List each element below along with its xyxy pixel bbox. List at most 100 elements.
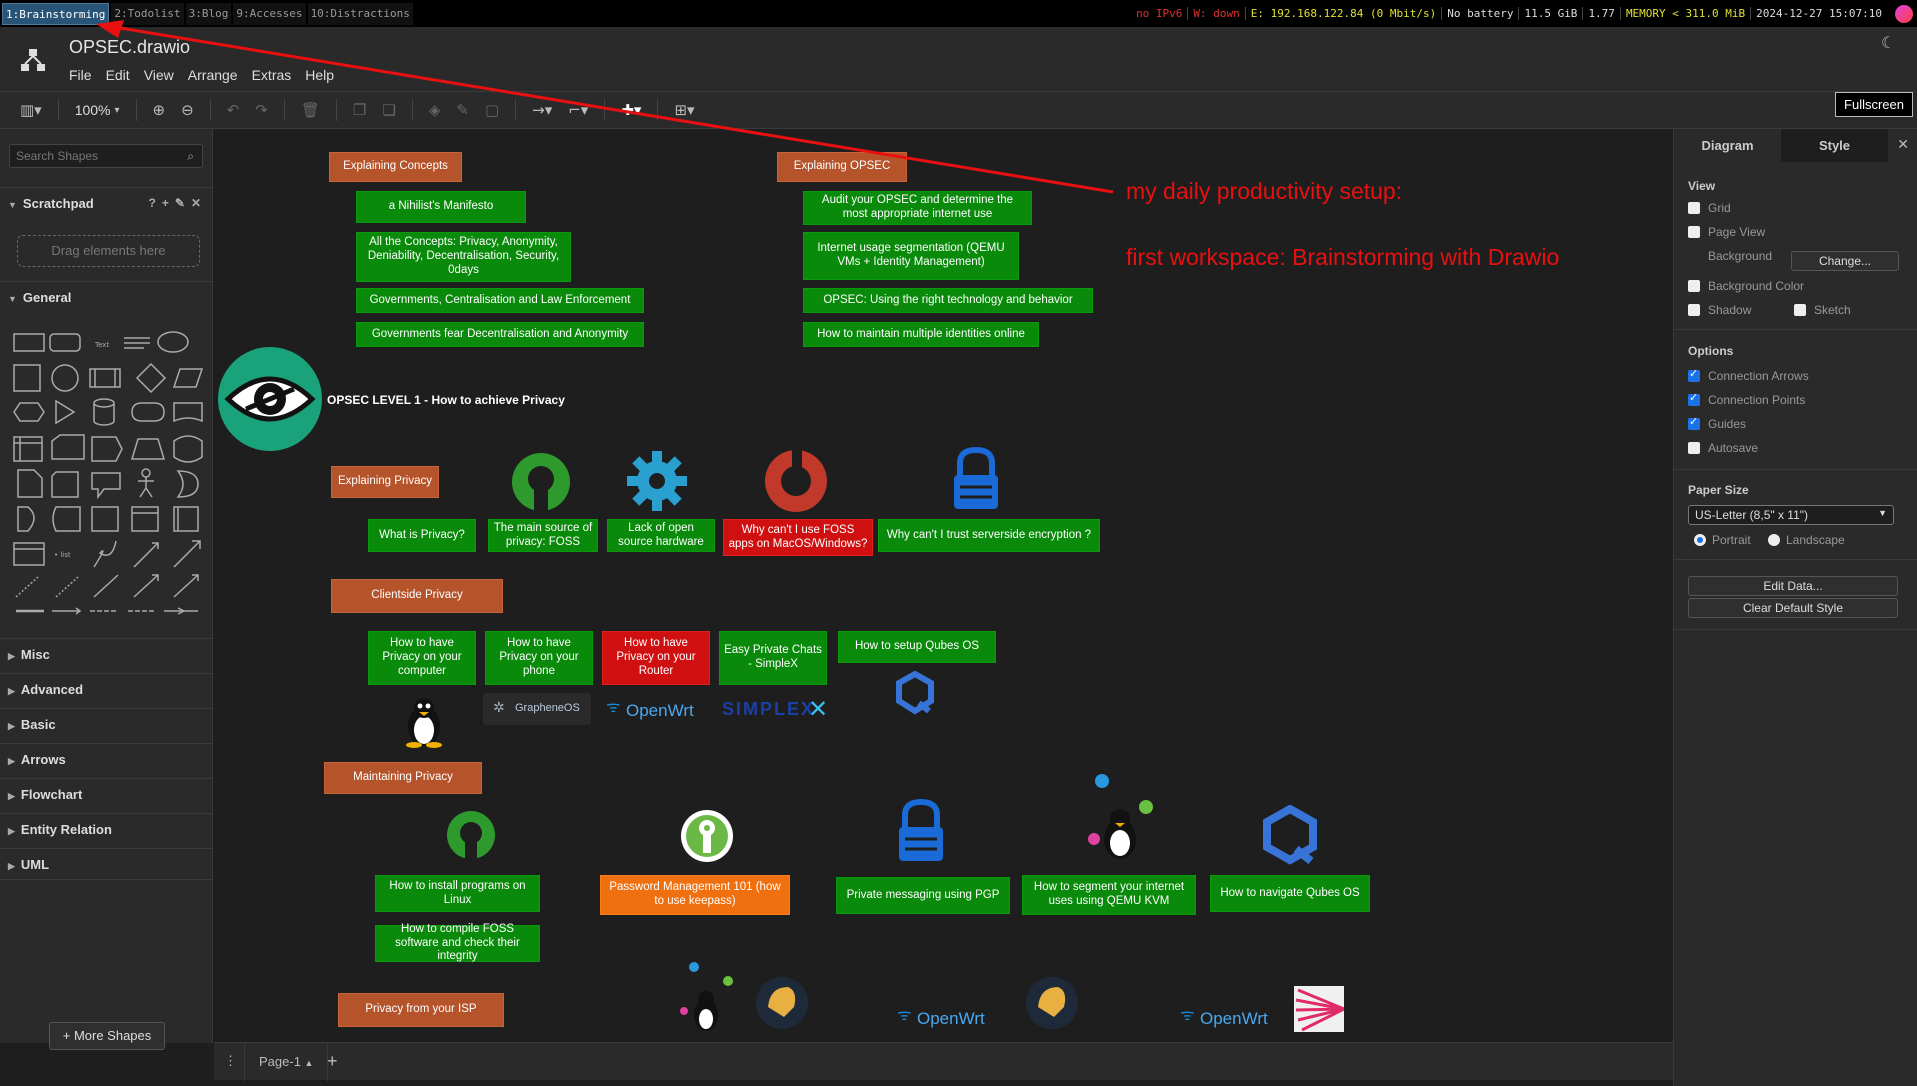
node-why-trust[interactable]: Why can't I trust serverside encryption …: [878, 519, 1100, 552]
fill-color-icon[interactable]: ◈: [428, 101, 441, 119]
node-simplex[interactable]: Easy Private Chats - SimpleX: [719, 631, 827, 685]
sketch-checkbox[interactable]: Sketch: [1794, 303, 1851, 317]
level-title[interactable]: OPSEC LEVEL 1 - How to achieve Privacy: [327, 393, 565, 407]
node-qubes-setup[interactable]: How to setup Qubes OS: [838, 631, 996, 663]
format-panel-icon[interactable]: ▥▾: [20, 101, 42, 119]
edit-data-button[interactable]: Edit Data...: [1688, 576, 1898, 596]
node-segment-qemu[interactable]: How to segment your internet uses using …: [1022, 875, 1196, 915]
node-clientside[interactable]: Clientside Privacy: [331, 579, 503, 613]
file-title[interactable]: OPSEC.drawio: [69, 37, 191, 57]
general-shapes-palette[interactable]: Text • list: [8, 325, 208, 620]
node-segmentation[interactable]: Internet usage segmentation (QEMU VMs + …: [803, 232, 1019, 280]
workspace-1[interactable]: 1:Brainstorming: [2, 2, 110, 25]
section-scratchpad[interactable]: ▼Scratchpad ?+✎✕: [0, 187, 213, 219]
workspace-2[interactable]: 2:Todolist: [111, 2, 184, 25]
clear-default-style-button[interactable]: Clear Default Style: [1688, 598, 1898, 618]
menu-view[interactable]: View: [143, 67, 174, 83]
scratchpad-dropzone[interactable]: Drag elements here: [17, 235, 200, 267]
connection-icon[interactable]: →▾: [532, 101, 553, 119]
node-main-source[interactable]: The main source of privacy: FOSS: [488, 519, 598, 552]
node-router[interactable]: How to have Privacy on your Router: [602, 631, 710, 685]
add-page-icon[interactable]: +: [327, 1051, 338, 1071]
workspace-9[interactable]: 9:Accesses: [233, 2, 306, 25]
menu-arrange[interactable]: Arrange: [187, 67, 238, 83]
node-explaining-privacy[interactable]: Explaining Privacy: [331, 466, 439, 498]
background-color-checkbox[interactable]: Background Color: [1688, 279, 1804, 293]
shadow-checkbox[interactable]: Shadow: [1688, 303, 1751, 317]
zoom-out-icon[interactable]: ⊖: [181, 101, 194, 119]
node-all-concepts[interactable]: All the Concepts: Privacy, Anonymity, De…: [356, 232, 571, 282]
section-entity-relation[interactable]: ▶Entity Relation: [0, 813, 213, 845]
tab-diagram[interactable]: Diagram: [1674, 129, 1781, 162]
portrait-radio[interactable]: Portrait: [1694, 533, 1751, 547]
to-front-icon[interactable]: ❐: [352, 101, 367, 119]
undo-icon[interactable]: ↶: [226, 101, 240, 119]
shadow-icon[interactable]: ▢: [484, 101, 500, 119]
diagram-canvas[interactable]: Explaining Concepts a Nihilist's Manifes…: [214, 129, 1673, 1042]
close-icon[interactable]: ✕: [1897, 136, 1909, 152]
redo-icon[interactable]: ↷: [255, 101, 268, 119]
table-icon[interactable]: ⊞▾: [674, 101, 695, 119]
node-audit[interactable]: Audit your OPSEC and determine the most …: [803, 191, 1032, 225]
tab-style[interactable]: Style: [1781, 129, 1888, 162]
scratchpad-tools-icon[interactable]: ?+✎✕: [148, 196, 207, 210]
delete-icon[interactable]: 🗑: [300, 101, 320, 119]
dark-mode-icon[interactable]: ☾: [1881, 33, 1896, 52]
connection-points-checkbox[interactable]: Connection Points: [1688, 391, 1805, 407]
landscape-radio[interactable]: Landscape: [1768, 533, 1845, 547]
connection-arrows-checkbox[interactable]: Connection Arrows: [1688, 367, 1809, 383]
waypoints-icon[interactable]: ⌐▾: [568, 101, 589, 119]
node-nihilist[interactable]: a Nihilist's Manifesto: [356, 191, 526, 223]
node-password[interactable]: Password Management 101 (how to use keep…: [600, 875, 790, 915]
section-uml[interactable]: ▶UML: [0, 848, 213, 880]
node-identities[interactable]: How to maintain multiple identities onli…: [803, 322, 1039, 347]
section-misc[interactable]: ▶Misc: [0, 638, 213, 670]
node-lack-hw[interactable]: Lack of open source hardware: [607, 519, 715, 552]
section-basic[interactable]: ▶Basic: [0, 708, 213, 740]
node-explaining-opsec[interactable]: Explaining OPSEC: [777, 152, 907, 182]
zoom-select[interactable]: 100%: [74, 102, 111, 118]
paper-size-select[interactable]: US-Letter (8,5" x 11")▼: [1688, 505, 1894, 525]
menu-extras[interactable]: Extras: [251, 67, 292, 83]
workspace-10[interactable]: 10:Distractions: [307, 2, 413, 25]
section-advanced[interactable]: ▶Advanced: [0, 673, 213, 705]
grid-checkbox[interactable]: Grid: [1688, 201, 1731, 215]
to-back-icon[interactable]: ❏: [382, 101, 396, 119]
section-label: Basic: [20, 717, 56, 732]
pages-menu-icon[interactable]: ⋮: [224, 1053, 237, 1068]
node-maintaining[interactable]: Maintaining Privacy: [324, 762, 482, 794]
node-why-foss[interactable]: Why can't I use FOSS apps on MacOS/Windo…: [723, 519, 873, 556]
node-opsec-right[interactable]: OPSEC: Using the right technology and be…: [803, 288, 1093, 313]
change-background-button[interactable]: Change...: [1791, 251, 1899, 271]
node-install-linux[interactable]: How to install programs on Linux: [375, 875, 540, 912]
search-icon[interactable]: ⌕: [187, 149, 194, 163]
node-what-privacy[interactable]: What is Privacy?: [368, 519, 476, 552]
page-view-checkbox[interactable]: Page View: [1688, 225, 1765, 239]
node-explaining-concepts[interactable]: Explaining Concepts: [329, 152, 462, 182]
insert-icon[interactable]: ✚▾: [621, 101, 642, 119]
node-pgp[interactable]: Private messaging using PGP: [836, 877, 1010, 914]
section-general[interactable]: ▼General: [0, 281, 213, 313]
node-governments[interactable]: Governments, Centralisation and Law Enfo…: [356, 288, 644, 313]
section-flowchart[interactable]: ▶Flowchart: [0, 778, 213, 810]
zoom-dropdown-icon[interactable]: ▾: [114, 104, 120, 116]
page-tab[interactable]: Page-1 ▲: [244, 1043, 329, 1081]
node-phone[interactable]: How to have Privacy on your phone: [485, 631, 593, 685]
menu-file[interactable]: File: [69, 67, 92, 83]
tray-icon[interactable]: [1895, 5, 1913, 23]
menu-help[interactable]: Help: [305, 67, 335, 83]
node-computer[interactable]: How to have Privacy on your computer: [368, 631, 476, 685]
workspace-3[interactable]: 3:Blog: [185, 2, 232, 25]
node-navigate-qubes[interactable]: How to navigate Qubes OS: [1210, 875, 1370, 912]
node-compile-foss[interactable]: How to compile FOSS software and check t…: [375, 923, 540, 962]
section-arrows[interactable]: ▶Arrows: [0, 743, 213, 775]
search-shapes-input[interactable]: Search Shapes ⌕: [9, 144, 203, 168]
node-isp[interactable]: Privacy from your ISP: [338, 993, 504, 1027]
line-color-icon[interactable]: ✎: [456, 101, 469, 119]
menu-edit[interactable]: Edit: [105, 67, 130, 83]
node-gov-fear[interactable]: Governments fear Decentralisation and An…: [356, 322, 644, 347]
zoom-in-icon[interactable]: ⊕: [152, 101, 166, 119]
autosave-checkbox[interactable]: Autosave: [1688, 441, 1758, 455]
more-shapes-button[interactable]: + More Shapes: [49, 1022, 165, 1050]
guides-checkbox[interactable]: Guides: [1688, 415, 1746, 431]
